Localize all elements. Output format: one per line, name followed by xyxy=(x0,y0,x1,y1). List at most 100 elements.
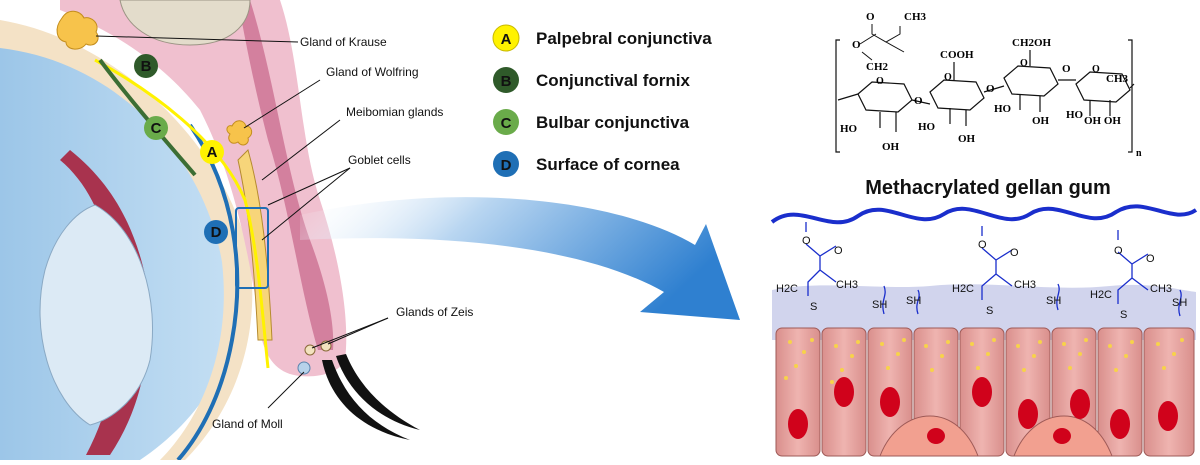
eyelash-1 xyxy=(322,360,410,440)
chem-subscript-n: n xyxy=(1136,148,1142,159)
svg-text:O: O xyxy=(1146,253,1155,265)
chem-ho-4: HO xyxy=(1066,109,1084,121)
chem-ch2-left: CH2 xyxy=(866,61,889,73)
bulbar-line xyxy=(98,58,197,177)
eyelash-2 xyxy=(336,354,420,430)
legend-item-d: D Surface of cornea xyxy=(493,151,680,177)
svg-text:SH: SH xyxy=(872,299,887,311)
chem-o-ring-3: O xyxy=(1020,58,1028,69)
legend-label-a: Palpebral conjunctiva xyxy=(536,29,712,48)
legend-label-d: Surface of cornea xyxy=(536,155,680,174)
goblet-cells-box xyxy=(235,207,269,289)
svg-text:A: A xyxy=(501,31,512,48)
chem-ch2oh: CH2OH xyxy=(1012,37,1052,49)
svg-text:B: B xyxy=(141,58,152,75)
sugar-rings xyxy=(837,50,1135,132)
svg-text:O: O xyxy=(978,239,987,251)
label-glands-zeis: Glands of Zeis xyxy=(396,305,473,319)
leader-lines xyxy=(95,35,389,409)
legend-label-b: Conjunctival fornix xyxy=(536,71,691,90)
chem-ho-2: HO xyxy=(918,121,936,133)
moll-gland xyxy=(297,361,311,375)
svg-text:O: O xyxy=(1114,245,1123,257)
svg-text:CH3: CH3 xyxy=(1014,279,1036,291)
legend: A Palpebral conjunctiva B Conjunctival f… xyxy=(492,24,712,177)
svg-text:C: C xyxy=(151,120,162,137)
chem-o-ester: O xyxy=(852,39,861,51)
label-meibomian-glands: Meibomian glands xyxy=(346,105,443,119)
palpebral-line xyxy=(94,58,270,369)
mucosal-surface: O O H2C CH3 S O O H2C CH3 S O O H2C CH3 … xyxy=(770,204,1198,457)
chem-o-link-2: O xyxy=(986,83,995,95)
orbital-bone xyxy=(119,0,251,46)
chem-oh-1: OH xyxy=(882,141,900,153)
legend-item-c: C Bulbar conjunctiva xyxy=(493,109,690,135)
chem-ohoh: OH OH xyxy=(1084,115,1121,127)
svg-text:SH: SH xyxy=(906,295,921,307)
legend-label-c: Bulbar conjunctiva xyxy=(536,113,690,132)
zeis-gland-1 xyxy=(304,344,316,356)
cell-nuclei xyxy=(788,377,1178,444)
side-chain-labels: O O H2C CH3 S O O H2C CH3 S O O H2C CH3 … xyxy=(776,235,1187,321)
label-gland-wolfring: Gland of Wolfring xyxy=(326,65,419,79)
label-goblet-cells: Goblet cells xyxy=(348,153,411,167)
chem-o-link-3: O xyxy=(1062,63,1071,75)
epithelial-cells xyxy=(775,327,1195,457)
chem-ho-1: HO xyxy=(840,123,858,135)
polymer-backbone xyxy=(770,204,1198,225)
krause-gland xyxy=(56,10,99,50)
svg-text:S: S xyxy=(810,301,817,313)
anatomy-badges: B C A D xyxy=(134,54,228,244)
legend-item-b: B Conjunctival fornix xyxy=(493,67,691,93)
chem-oh-2: OH xyxy=(958,133,976,145)
svg-text:S: S xyxy=(1120,309,1127,321)
svg-text:C: C xyxy=(501,115,512,132)
svg-text:D: D xyxy=(501,157,512,174)
chem-ho-3: HO xyxy=(994,103,1012,115)
svg-text:D: D xyxy=(211,224,222,241)
svg-text:SH: SH xyxy=(1172,297,1187,309)
svg-text:SH: SH xyxy=(1046,295,1061,307)
svg-text:O: O xyxy=(834,245,843,257)
chem-o-ring-2: O xyxy=(944,72,952,83)
svg-text:O: O xyxy=(802,235,811,247)
svg-text:S: S xyxy=(986,305,993,317)
svg-text:H2C: H2C xyxy=(776,283,798,295)
bracket-left xyxy=(835,39,840,153)
chem-ch3-top: CH3 xyxy=(904,11,927,23)
label-gland-moll: Gland of Moll xyxy=(212,417,283,431)
chem-ch3-ring: CH3 xyxy=(1106,73,1129,85)
svg-text:O: O xyxy=(1010,247,1019,259)
eyelid-anatomy xyxy=(0,0,420,462)
svg-text:B: B xyxy=(501,73,512,90)
badge-d-anatomy: D xyxy=(204,220,228,244)
eyelid-muscle xyxy=(238,0,334,350)
legend-item-a: A Palpebral conjunctiva xyxy=(492,24,712,52)
badge-a-anatomy: A xyxy=(200,140,224,164)
chem-o-ring-4: O xyxy=(1092,64,1100,75)
chem-o-link-1: O xyxy=(914,95,923,107)
svg-text:H2C: H2C xyxy=(1090,289,1112,301)
chemical-structure: n O CH3 O CH2 COOH CH2OH CH3 O O O O O O… xyxy=(835,11,1142,159)
bracket-right xyxy=(1128,39,1133,153)
side-chains xyxy=(805,222,1182,317)
svg-text:A: A xyxy=(207,144,218,161)
svg-text:H2C: H2C xyxy=(952,283,974,295)
chem-o-ring-1: O xyxy=(876,76,884,87)
svg-text:CH3: CH3 xyxy=(1150,283,1172,295)
transition-arrow xyxy=(300,197,740,320)
lens-shape xyxy=(39,204,153,426)
chem-o-carbonyl: O xyxy=(866,11,875,23)
chem-title: Methacrylated gellan gum xyxy=(865,177,1111,199)
eyelid-shape xyxy=(60,0,347,377)
label-gland-krause: Gland of Krause xyxy=(300,35,387,49)
cornea-line xyxy=(176,123,240,462)
badge-c-anatomy: C xyxy=(144,116,168,140)
cell-granules xyxy=(784,338,1184,384)
svg-text:CH3: CH3 xyxy=(836,279,858,291)
chem-oh-3: OH xyxy=(1032,115,1050,127)
chem-cooh: COOH xyxy=(940,49,974,61)
mucus-layer xyxy=(772,284,1196,340)
